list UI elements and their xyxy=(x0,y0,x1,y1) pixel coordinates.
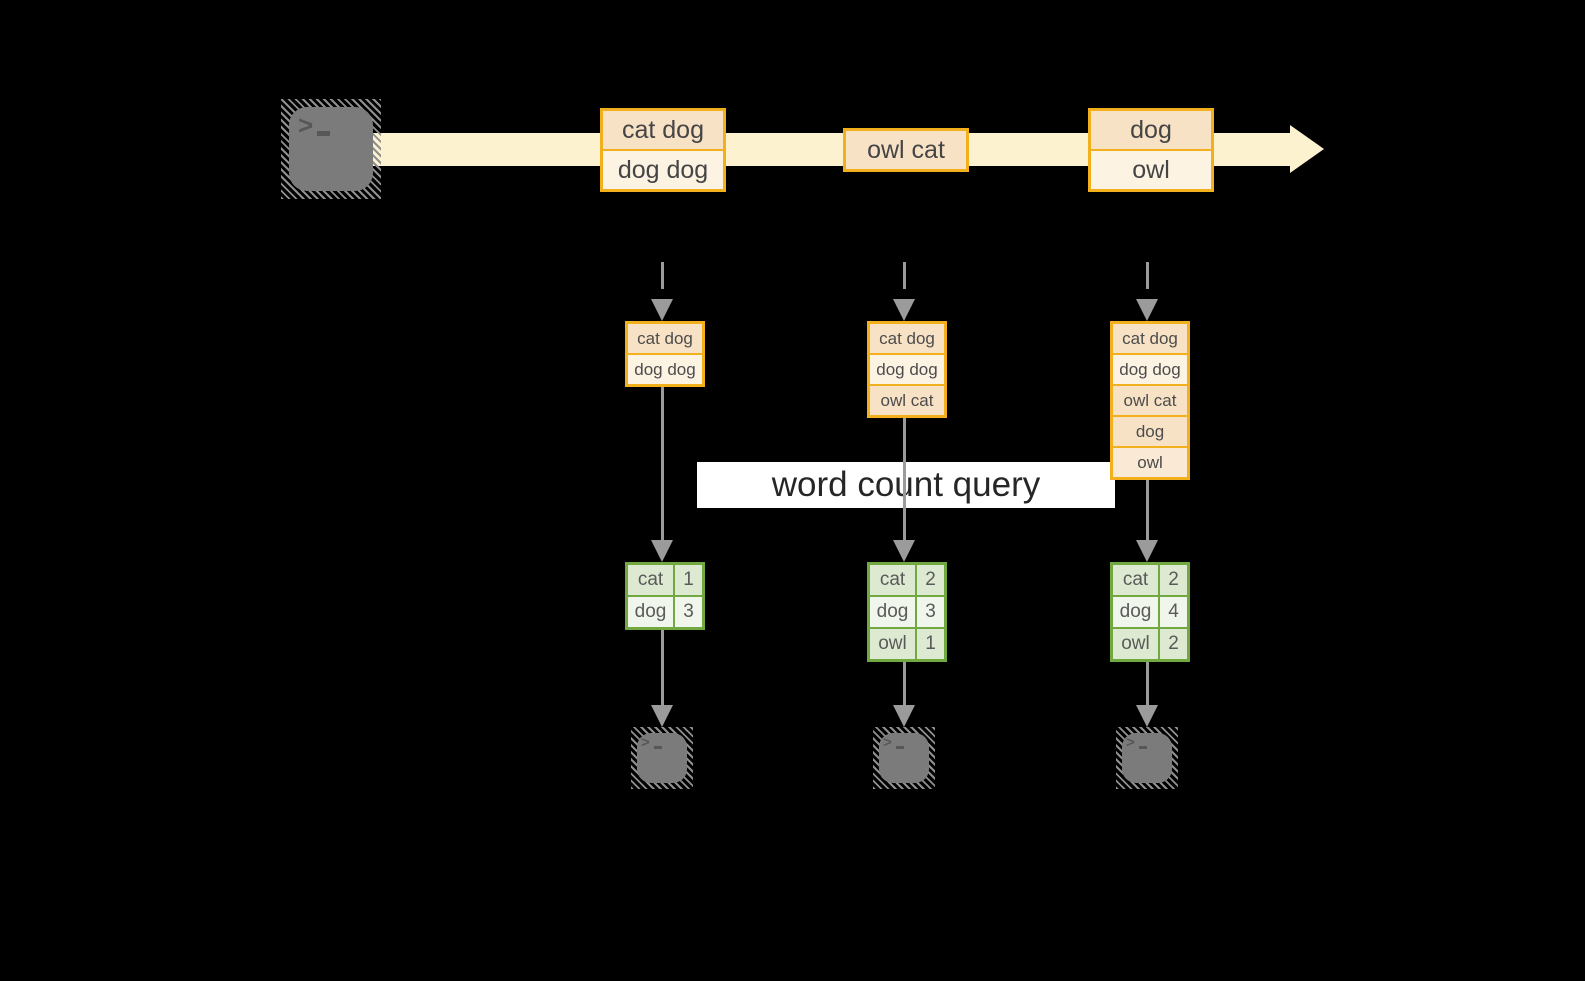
terminal-body xyxy=(289,107,373,191)
word-cell: owl xyxy=(1113,629,1158,659)
table-row: dog 4 xyxy=(1113,597,1187,627)
count-cell: 2 xyxy=(1160,629,1187,659)
output-arrow-line xyxy=(1146,662,1149,705)
stream-record-1: cat dog dog dog xyxy=(600,108,726,192)
dashed-arrowhead-icon xyxy=(651,299,673,321)
word-cell: dog xyxy=(870,597,915,627)
count-table-2: cat 2 dog 3 owl 1 xyxy=(867,562,947,662)
buffer-stack-3: cat dog dog dog owl cat dog owl xyxy=(1110,321,1190,480)
table-row: dog 3 xyxy=(628,597,702,627)
record-cell: owl cat xyxy=(846,131,966,169)
terminal-body xyxy=(637,733,687,783)
terminal-body xyxy=(1122,733,1172,783)
record-cell: dog dog xyxy=(603,151,723,189)
count-table-3: cat 2 dog 4 owl 2 xyxy=(1110,562,1190,662)
record-cell: dog xyxy=(1091,111,1211,149)
buffer-cell: dog dog xyxy=(628,355,702,384)
count-cell: 2 xyxy=(1160,565,1187,595)
stream-record-2: owl cat xyxy=(843,128,969,172)
dashed-arrow-line xyxy=(1146,262,1149,289)
terminal-prompt-icon: > xyxy=(298,112,331,138)
buffer-cell: dog xyxy=(1113,417,1187,446)
dashed-arrowhead-icon xyxy=(893,299,915,321)
buffer-cell: owl xyxy=(1113,448,1187,477)
terminal-prompt-icon: > xyxy=(883,735,904,750)
query-banner: word count query xyxy=(697,462,1115,508)
dashed-arrowhead-icon xyxy=(1136,299,1158,321)
count-cell: 3 xyxy=(917,597,944,627)
output-arrowhead-icon xyxy=(893,705,915,727)
word-cell: cat xyxy=(870,565,915,595)
table-row: cat 2 xyxy=(870,565,944,595)
buffer-cell: dog dog xyxy=(1113,355,1187,384)
word-cell: cat xyxy=(628,565,673,595)
count-table-1: cat 1 dog 3 xyxy=(625,562,705,630)
word-cell: dog xyxy=(1113,597,1158,627)
buffer-cell: owl cat xyxy=(870,386,944,415)
stream-arrowhead-icon xyxy=(1290,125,1324,173)
word-cell: cat xyxy=(1113,565,1158,595)
buffer-stack-1: cat dog dog dog xyxy=(625,321,705,387)
table-row: cat 1 xyxy=(628,565,702,595)
terminal-body xyxy=(879,733,929,783)
buffer-cell: dog dog xyxy=(870,355,944,384)
buffer-cell: cat dog xyxy=(1113,324,1187,353)
query-arrow-line xyxy=(903,418,906,540)
query-arrowhead-icon xyxy=(651,540,673,562)
word-cell: owl xyxy=(870,629,915,659)
terminal-prompt-icon: > xyxy=(1126,735,1147,750)
query-arrowhead-icon xyxy=(1136,540,1158,562)
record-cell: cat dog xyxy=(603,111,723,149)
table-row: cat 2 xyxy=(1113,565,1187,595)
output-arrow-line xyxy=(661,630,664,705)
record-cell: owl xyxy=(1091,151,1211,189)
output-arrow-line xyxy=(903,662,906,705)
dashed-arrow-line xyxy=(661,262,664,289)
stream-record-3: dog owl xyxy=(1088,108,1214,192)
output-arrowhead-icon xyxy=(1136,705,1158,727)
count-cell: 3 xyxy=(675,597,702,627)
table-row: dog 3 xyxy=(870,597,944,627)
table-row: owl 1 xyxy=(870,629,944,659)
dashed-arrow-line xyxy=(903,262,906,289)
output-arrowhead-icon xyxy=(651,705,673,727)
buffer-cell: owl cat xyxy=(1113,386,1187,415)
source-terminal-icon: > xyxy=(281,99,381,199)
count-cell: 1 xyxy=(917,629,944,659)
buffer-cell: cat dog xyxy=(870,324,944,353)
terminal-prompt-icon: > xyxy=(641,735,662,750)
buffer-stack-2: cat dog dog dog owl cat xyxy=(867,321,947,418)
count-cell: 2 xyxy=(917,565,944,595)
sink-terminal-icon: > xyxy=(631,727,693,789)
count-cell: 4 xyxy=(1160,597,1187,627)
query-arrow-line xyxy=(661,387,664,540)
query-arrowhead-icon xyxy=(893,540,915,562)
buffer-cell: cat dog xyxy=(628,324,702,353)
sink-terminal-icon: > xyxy=(873,727,935,789)
table-row: owl 2 xyxy=(1113,629,1187,659)
query-arrow-line xyxy=(1146,480,1149,540)
count-cell: 1 xyxy=(675,565,702,595)
word-cell: dog xyxy=(628,597,673,627)
sink-terminal-icon: > xyxy=(1116,727,1178,789)
